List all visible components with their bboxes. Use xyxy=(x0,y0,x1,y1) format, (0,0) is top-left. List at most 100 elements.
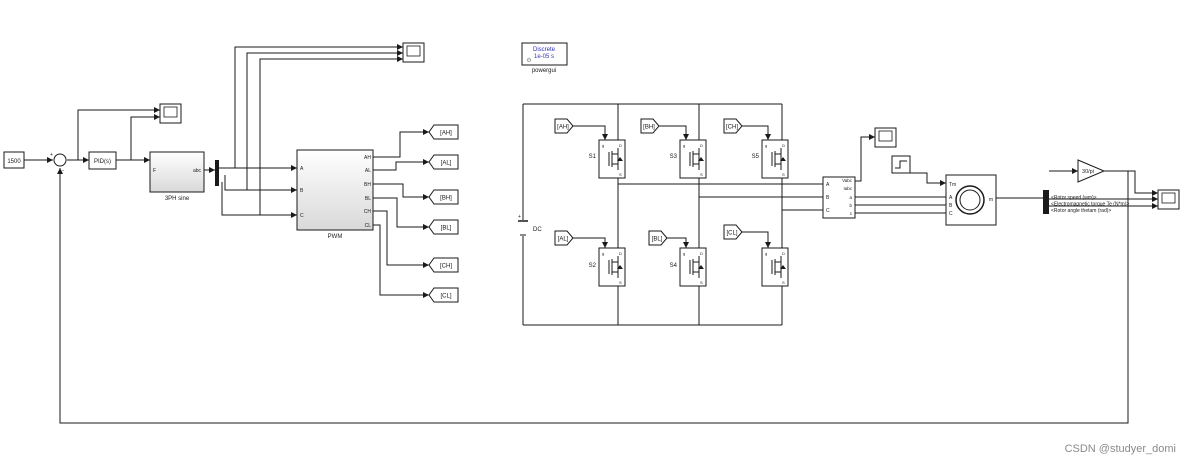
svg-text:[BH]: [BH] xyxy=(440,196,452,202)
svg-text:[AL]: [AL] xyxy=(558,237,569,243)
powergui-mode: Discrete xyxy=(533,47,556,53)
goto-tag-al[interactable]: [AL] xyxy=(428,154,459,170)
scope-motor-outputs[interactable] xyxy=(1157,189,1180,210)
from-tag-ah[interactable]: [AH] xyxy=(554,118,574,134)
svg-text:[AL]: [AL] xyxy=(441,161,452,167)
goto-tag-cl[interactable]: [CL] xyxy=(428,287,459,303)
constant-block[interactable]: 1500 xyxy=(3,151,25,169)
svg-text:B: B xyxy=(949,203,953,209)
sum-plus-sign: + xyxy=(50,152,53,158)
bus-signal-speed: <Rotor speed (wm)> xyxy=(1051,195,1097,201)
signal-wires xyxy=(24,44,1158,424)
svg-text:[BL]: [BL] xyxy=(441,226,452,232)
mosfet-s1[interactable]: g D S xyxy=(598,139,626,179)
svg-text:S: S xyxy=(700,280,703,285)
svg-text:[CL]: [CL] xyxy=(440,294,451,300)
pwm-out-port-bl: BL xyxy=(365,196,371,202)
three-phase-sine-block[interactable]: F abc 3PH sine xyxy=(149,151,205,202)
svg-text:Iabc: Iabc xyxy=(843,186,852,191)
sum-minus-sign: - xyxy=(62,168,64,174)
sum-block[interactable]: + - xyxy=(50,152,67,174)
svg-text:g: g xyxy=(683,251,685,256)
mosfet-s3[interactable]: g D S xyxy=(679,139,707,179)
svg-text:[AH]: [AH] xyxy=(557,125,569,131)
pid-controller-block[interactable]: PID(s) xyxy=(88,151,117,170)
goto-tag-bh[interactable]: [BH] xyxy=(428,189,459,205)
svg-text:S: S xyxy=(782,172,785,177)
svg-text:B: B xyxy=(826,195,830,201)
powergui-icon: ⚙ xyxy=(526,57,531,64)
svg-text:[BL]: [BL] xyxy=(652,237,663,243)
mosfet-s6[interactable]: g D S xyxy=(761,247,789,287)
svg-text:D: D xyxy=(782,251,785,256)
pwm-out-port-ah: AH xyxy=(364,155,371,161)
vi-measurement-block[interactable]: A B C Vabc Iabc a b c xyxy=(822,176,856,219)
svg-text:D: D xyxy=(619,251,622,256)
step-load-torque-block[interactable] xyxy=(891,155,911,174)
gain-block[interactable]: 30/pi xyxy=(1077,159,1106,183)
svg-text:g: g xyxy=(683,143,685,148)
svg-text:[CH]: [CH] xyxy=(726,125,738,131)
pwm-in-port-b: B xyxy=(300,188,304,194)
svg-text:A: A xyxy=(949,195,953,201)
svg-text:a: a xyxy=(849,195,852,200)
svg-text:S: S xyxy=(619,280,622,285)
sine-output-port: abc xyxy=(193,168,202,174)
dc-voltage-source[interactable]: + DC xyxy=(518,214,542,236)
powergui-sample-time: 1e-05 s xyxy=(534,54,554,60)
svg-text:g: g xyxy=(765,251,767,256)
switch-label-s4: S4 xyxy=(670,263,678,269)
svg-text:C: C xyxy=(826,208,830,214)
scope-voltage-current[interactable] xyxy=(874,127,897,148)
powergui-block[interactable]: Discrete 1e-05 s ⚙ powergui xyxy=(521,42,568,74)
dc-label: DC xyxy=(533,227,542,233)
svg-text:[BH]: [BH] xyxy=(643,125,655,131)
goto-tag-ah[interactable]: [AH] xyxy=(428,124,459,140)
bus-signal-angle: <Rotor angle thetam (rad)> xyxy=(1051,208,1111,214)
scope-error-pid[interactable] xyxy=(159,103,182,124)
switch-label-s3: S3 xyxy=(670,154,678,160)
watermark: CSDN @studyer_domi xyxy=(1064,443,1176,455)
svg-text:g: g xyxy=(765,143,767,148)
svg-text:D: D xyxy=(700,143,703,148)
svg-text:[CL]: [CL] xyxy=(726,231,737,237)
svg-text:c: c xyxy=(850,211,853,216)
from-tag-bl[interactable]: [BL] xyxy=(648,230,668,246)
svg-text:Vabc: Vabc xyxy=(842,178,853,183)
svg-text:D: D xyxy=(619,143,622,148)
from-tag-bh[interactable]: [BH] xyxy=(640,118,660,134)
scope-sine-signals[interactable] xyxy=(402,42,425,63)
svg-text:D: D xyxy=(782,143,785,148)
mosfet-s2[interactable]: g D S xyxy=(598,247,626,287)
svg-text:g: g xyxy=(602,251,604,256)
gain-label: 30/pi xyxy=(1082,169,1094,175)
svg-text:m: m xyxy=(989,197,993,203)
pwm-out-port-al: AL xyxy=(365,168,371,174)
pwm-out-port-ch: CH xyxy=(364,209,372,215)
bus-selector-block[interactable] xyxy=(1043,190,1049,214)
svg-text:D: D xyxy=(700,251,703,256)
pwm-out-port-bh: BH xyxy=(364,182,371,188)
demux-block[interactable] xyxy=(215,160,219,186)
svg-text:A: A xyxy=(826,182,830,188)
switch-label-s1: S1 xyxy=(589,154,597,160)
mosfet-s4[interactable]: g D S xyxy=(679,247,707,287)
pmsm-motor-block[interactable]: Tm A B C m xyxy=(945,174,997,226)
svg-text:[CH]: [CH] xyxy=(440,264,452,270)
pwm-in-port-c: C xyxy=(300,213,304,219)
svg-text:+: + xyxy=(518,214,521,220)
svg-text:b: b xyxy=(849,203,852,208)
goto-tag-bl[interactable]: [BL] xyxy=(428,219,459,235)
bus-signal-torque: <Electromagnetic torque Te (N*m)> xyxy=(1051,202,1129,208)
from-tag-al[interactable]: [AL] xyxy=(554,230,574,246)
constant-value: 1500 xyxy=(7,159,21,165)
pwm-label: PWM xyxy=(328,234,343,240)
from-tag-ch[interactable]: [CH] xyxy=(723,118,743,134)
pwm-out-port-cl: CL xyxy=(365,223,372,229)
svg-text:[AH]: [AH] xyxy=(440,131,452,137)
svg-text:S: S xyxy=(700,172,703,177)
goto-tag-ch[interactable]: [CH] xyxy=(428,257,459,273)
mosfet-s5[interactable]: g D S xyxy=(761,139,789,179)
pwm-block[interactable]: A B C AH AL BH BL CH CL PWM xyxy=(296,149,374,240)
from-tag-cl[interactable]: [CL] xyxy=(723,224,743,240)
